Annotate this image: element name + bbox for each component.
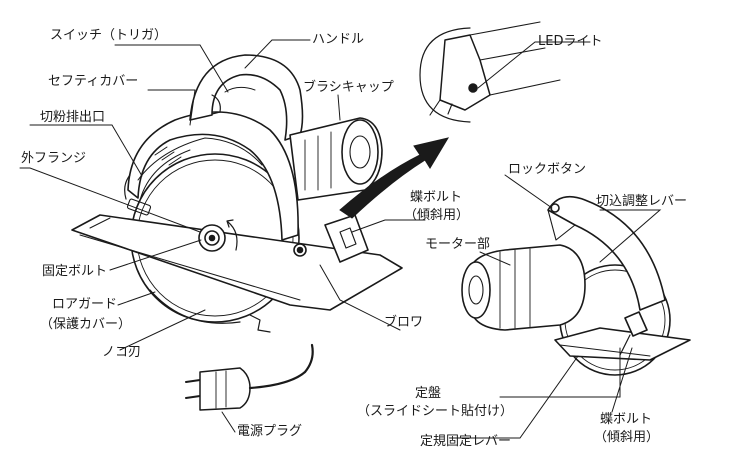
label-switch-trigger: スイッチ（トリガ）	[50, 28, 168, 43]
magnify-arrow	[339, 137, 450, 219]
label-safety-cover: セフティカバー	[48, 74, 139, 89]
label-motor: モーター部	[425, 237, 491, 252]
label-lower-guard: ロアガード	[52, 297, 118, 312]
label-led-light: LEDライト	[538, 34, 603, 49]
label-fixing-bolt: 固定ボルト	[42, 264, 108, 279]
leader-lines	[19, 39, 662, 439]
label-guide-lever: 定規固定レバー	[420, 434, 512, 449]
label-power-plug: 電源プラグ	[237, 424, 303, 439]
power-plug-illustration	[185, 343, 314, 411]
label-outer-flange: 外フランジ	[21, 151, 87, 166]
label-tilt-use-2: （傾斜用）	[594, 430, 660, 445]
label-base-plate: 定盤	[415, 386, 442, 401]
base-plate-shape	[71, 214, 403, 311]
label-handle: ハンドル	[312, 32, 365, 47]
main-saw-illustration	[71, 54, 403, 333]
side-saw-illustration	[461, 195, 691, 376]
label-slide-sheet: （スライドシート貼付け）	[357, 404, 514, 419]
label-saw-blade: ノコ刃	[102, 345, 142, 360]
label-protective-cover: （保護カバー）	[40, 317, 132, 332]
label-wing-bolt-tilt-2: 蝶ボルト	[600, 412, 653, 427]
label-wing-bolt-tilt: 蝶ボルト	[410, 190, 463, 205]
label-blower: ブロワ	[384, 315, 424, 330]
led-closeup-illustration	[419, 21, 561, 123]
label-tilt-use: （傾斜用）	[404, 208, 470, 223]
label-lock-button: ロックボタン	[508, 162, 587, 177]
label-dust-outlet: 切粉排出口	[40, 110, 106, 125]
safety-cover-shape	[127, 111, 299, 241]
label-depth-lever: 切込調整レバー	[596, 194, 688, 209]
label-brush-cap: ブラシキャップ	[303, 80, 394, 95]
